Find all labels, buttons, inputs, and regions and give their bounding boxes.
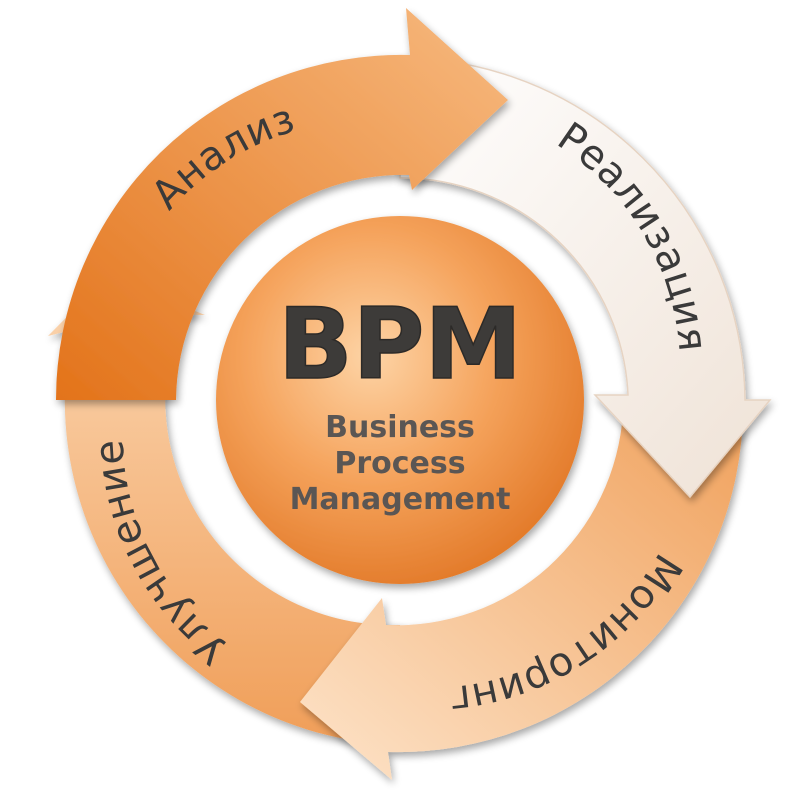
center-circle xyxy=(216,216,584,584)
analysis-arrow xyxy=(55,8,509,400)
implementation-arrow xyxy=(399,57,772,499)
center-title: BPM xyxy=(278,288,522,402)
center-subtitle-line-3: Management xyxy=(290,482,511,517)
center-subtitle-line-1: Business xyxy=(325,410,475,445)
monitoring-arrow xyxy=(300,407,744,780)
center-subtitle-line-2: Process xyxy=(334,446,465,481)
